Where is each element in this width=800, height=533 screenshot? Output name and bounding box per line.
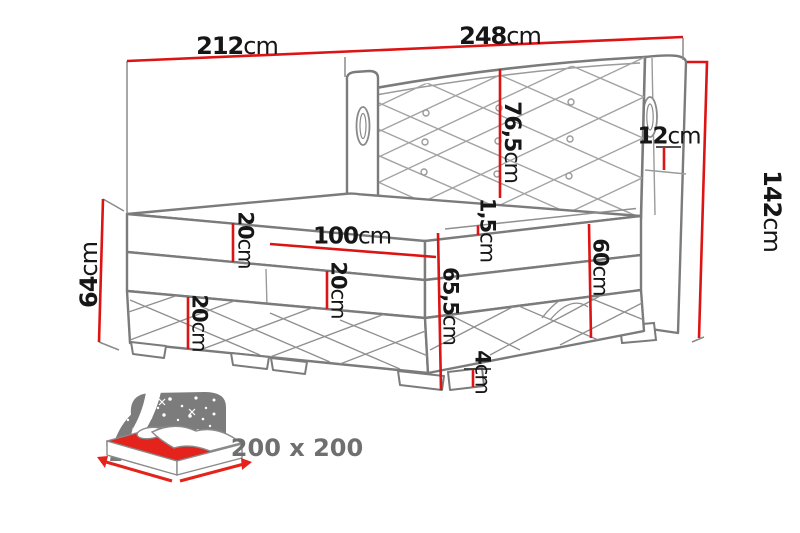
dimension-label-inner-width: 100cm [312, 223, 392, 250]
dimension-label-total-height: 142cm [758, 170, 786, 252]
dimension-label-total-width: 248cm [459, 22, 542, 50]
star-icons [121, 396, 220, 444]
extension-lines [98, 38, 705, 370]
dimension-lines [97, 35, 709, 391]
mattress [125, 192, 643, 282]
dimension-label-side-panel: 12cm [637, 123, 701, 150]
dimension-line-64 [97, 198, 105, 343]
headboard [348, 55, 647, 220]
dimension-label-feet-height: 4cm [470, 350, 495, 394]
dimension-line-212-248 [126, 35, 684, 63]
base-quilting-pattern [127, 291, 428, 370]
dimension-label-front-height: 65,5cm [438, 267, 463, 345]
sleeping-area-size-label: 200 x 200 [230, 434, 364, 462]
dimension-label-base-height: 64cm [75, 242, 103, 308]
dimension-label-mattress-thickness: 20cm [233, 211, 258, 269]
dimension-line-100 [269, 242, 437, 259]
headboard-lamp-left [355, 106, 371, 146]
bed-feet [130, 341, 485, 391]
bed-size-icon [97, 392, 252, 483]
dimension-line-65-5 [436, 232, 443, 391]
dimension-line-60 [587, 223, 593, 339]
dimension-label-headboard-height: 76,5cm [499, 101, 524, 183]
size-arrows [97, 456, 252, 483]
dimension-label-length-top: 212cm [196, 32, 279, 60]
box-spring-layer [125, 250, 643, 320]
dimension-label-side-height: 60cm [588, 238, 613, 296]
dimension-line-142 [687, 60, 709, 339]
icon-bed [106, 425, 243, 476]
dimension-label-box-thickness: 20cm [326, 261, 351, 319]
dimension-label-base-band: 20cm [187, 294, 212, 352]
dimension-label-topper-gap: 1,5cm [475, 197, 500, 263]
